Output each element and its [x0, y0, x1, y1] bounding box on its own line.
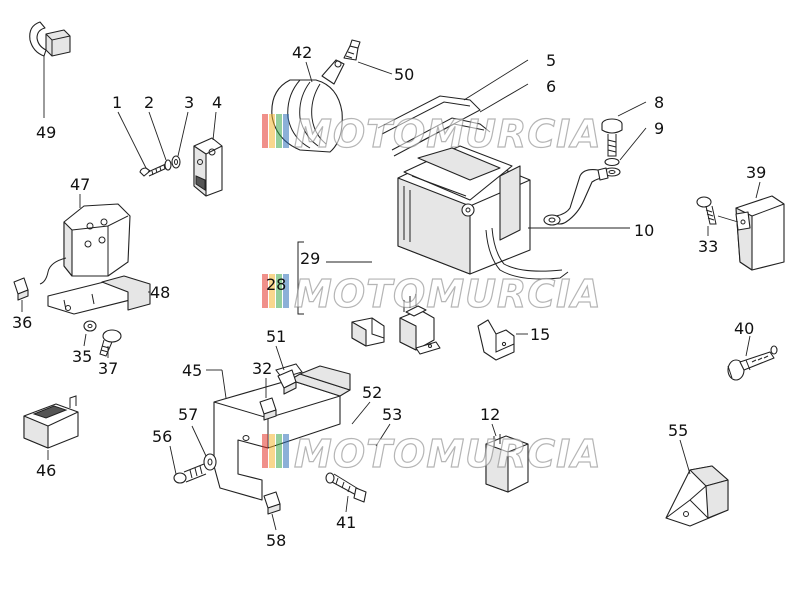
- watermark-text-bottom: MOTOMURCIA: [294, 432, 602, 476]
- label-53: 53: [382, 405, 402, 424]
- part-8-terminal-bolt: [601, 101, 647, 157]
- label-40: 40: [734, 319, 754, 338]
- label-1: 1: [112, 93, 122, 112]
- part-41-bolt: [325, 472, 367, 513]
- watermark-text-top: MOTOMURCIA: [294, 112, 602, 156]
- label-46: 46: [36, 461, 56, 480]
- label-48: 48: [150, 283, 170, 302]
- label-8: 8: [654, 93, 664, 112]
- label-55: 55: [668, 421, 688, 440]
- part-57-washer: [191, 425, 217, 471]
- label-37: 37: [98, 359, 118, 378]
- label-50: 50: [394, 65, 414, 84]
- label-6: 6: [546, 77, 556, 96]
- label-45: 45: [182, 361, 202, 380]
- label-58: 58: [266, 531, 286, 550]
- label-2: 2: [144, 93, 154, 112]
- label-10: 10: [634, 221, 654, 240]
- label-57: 57: [178, 405, 198, 424]
- label-3: 3: [184, 93, 194, 112]
- part-4-bracket: [193, 137, 223, 197]
- part-6-battery-cover: [391, 117, 491, 157]
- label-28: 28: [266, 275, 286, 294]
- part-40-long-bolt: [727, 335, 778, 381]
- label-5: 5: [546, 51, 556, 70]
- part-55-wedge-block: [665, 439, 729, 527]
- label-51: 51: [266, 327, 286, 346]
- part-46-connector: [23, 395, 79, 460]
- label-9: 9: [654, 119, 664, 138]
- part-58-clip: [263, 491, 281, 531]
- part-47-regulator: [39, 194, 131, 285]
- watermark-logo-bottom: MOTOMURCIA: [262, 431, 602, 477]
- label-35: 35: [72, 347, 92, 366]
- part-15-bracket: [477, 319, 528, 361]
- label-29: 29: [300, 249, 320, 268]
- part-33-screw: [696, 196, 739, 236]
- label-41: 41: [336, 513, 356, 532]
- part-49-clip: [29, 21, 71, 118]
- part-37-screw: [99, 329, 122, 358]
- label-42: 42: [292, 43, 312, 62]
- label-33: 33: [698, 237, 718, 256]
- part-28-relay: [399, 294, 441, 355]
- watermark-text-middle: MOTOMURCIA: [294, 272, 602, 316]
- part-52-line: [351, 401, 371, 425]
- part-32-clip: [259, 378, 277, 421]
- part-12-module: [485, 423, 529, 493]
- part-35-washer: [83, 320, 97, 347]
- label-4: 4: [212, 93, 222, 112]
- label-56: 56: [152, 427, 172, 446]
- label-52: 52: [362, 383, 382, 402]
- part-50-bolt: [343, 39, 393, 75]
- part-9-washer: [603, 127, 647, 177]
- label-49: 49: [36, 123, 56, 142]
- label-47: 47: [70, 175, 90, 194]
- part-56-screw: [169, 445, 207, 484]
- part-2-washer: [164, 159, 172, 171]
- part-29-bracket-group: [297, 241, 385, 347]
- part-48-mounting-plate: [47, 275, 151, 315]
- label-39: 39: [746, 163, 766, 182]
- part-39-module: [735, 181, 785, 271]
- part-36-clip: [13, 277, 29, 312]
- label-15: 15: [530, 325, 550, 344]
- label-12: 12: [480, 405, 500, 424]
- label-32: 32: [252, 359, 272, 378]
- watermark-logo-top: MOTOMURCIA: [262, 111, 602, 157]
- watermark-logo-middle: MOTOMURCIA: [262, 271, 602, 317]
- part-3-washer: [171, 155, 181, 169]
- battery: [397, 145, 569, 280]
- part-5-battery-strap: [377, 95, 481, 143]
- part-53-line: [375, 423, 391, 447]
- label-36: 36: [12, 313, 32, 332]
- part-51-clip: [275, 345, 297, 395]
- part-10-battery-cable: [543, 167, 609, 226]
